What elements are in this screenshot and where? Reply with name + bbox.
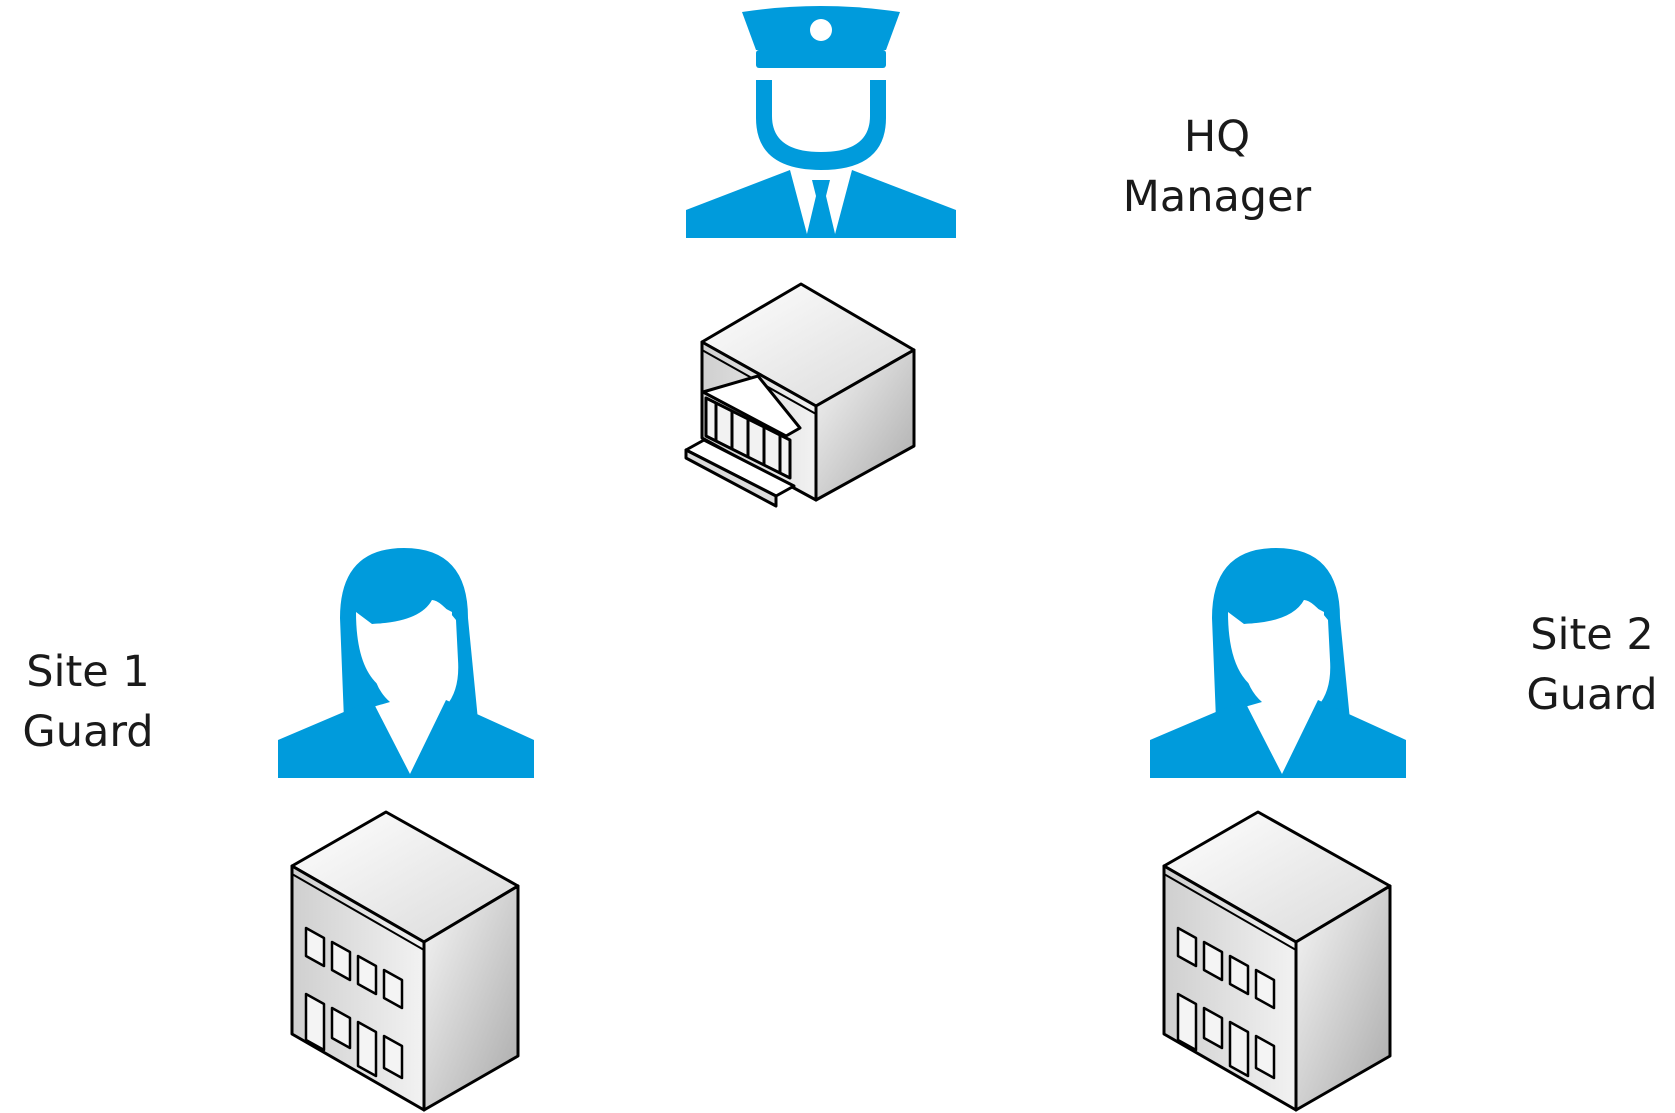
site2-label-line2: Guard xyxy=(1526,670,1658,720)
hq-label-line1: HQ xyxy=(1183,112,1251,162)
office-building-icon xyxy=(1162,810,1392,1112)
guard-woman-icon xyxy=(278,548,534,778)
headquarters-building-icon xyxy=(684,282,916,508)
hq-manager-label: HQ Manager xyxy=(1097,107,1337,227)
site2-guard-label: Site 2 Guard xyxy=(1472,605,1675,725)
hq-label-line2: Manager xyxy=(1122,172,1312,222)
office-building-icon xyxy=(290,810,520,1112)
site1-label-line2: Guard xyxy=(22,707,154,757)
site1-guard-label: Site 1 Guard xyxy=(0,642,208,762)
guard-woman-icon xyxy=(1150,548,1406,778)
site2-label-line1: Site 2 xyxy=(1530,610,1654,660)
site1-label-line1: Site 1 xyxy=(26,647,150,697)
officer-icon xyxy=(686,6,956,238)
